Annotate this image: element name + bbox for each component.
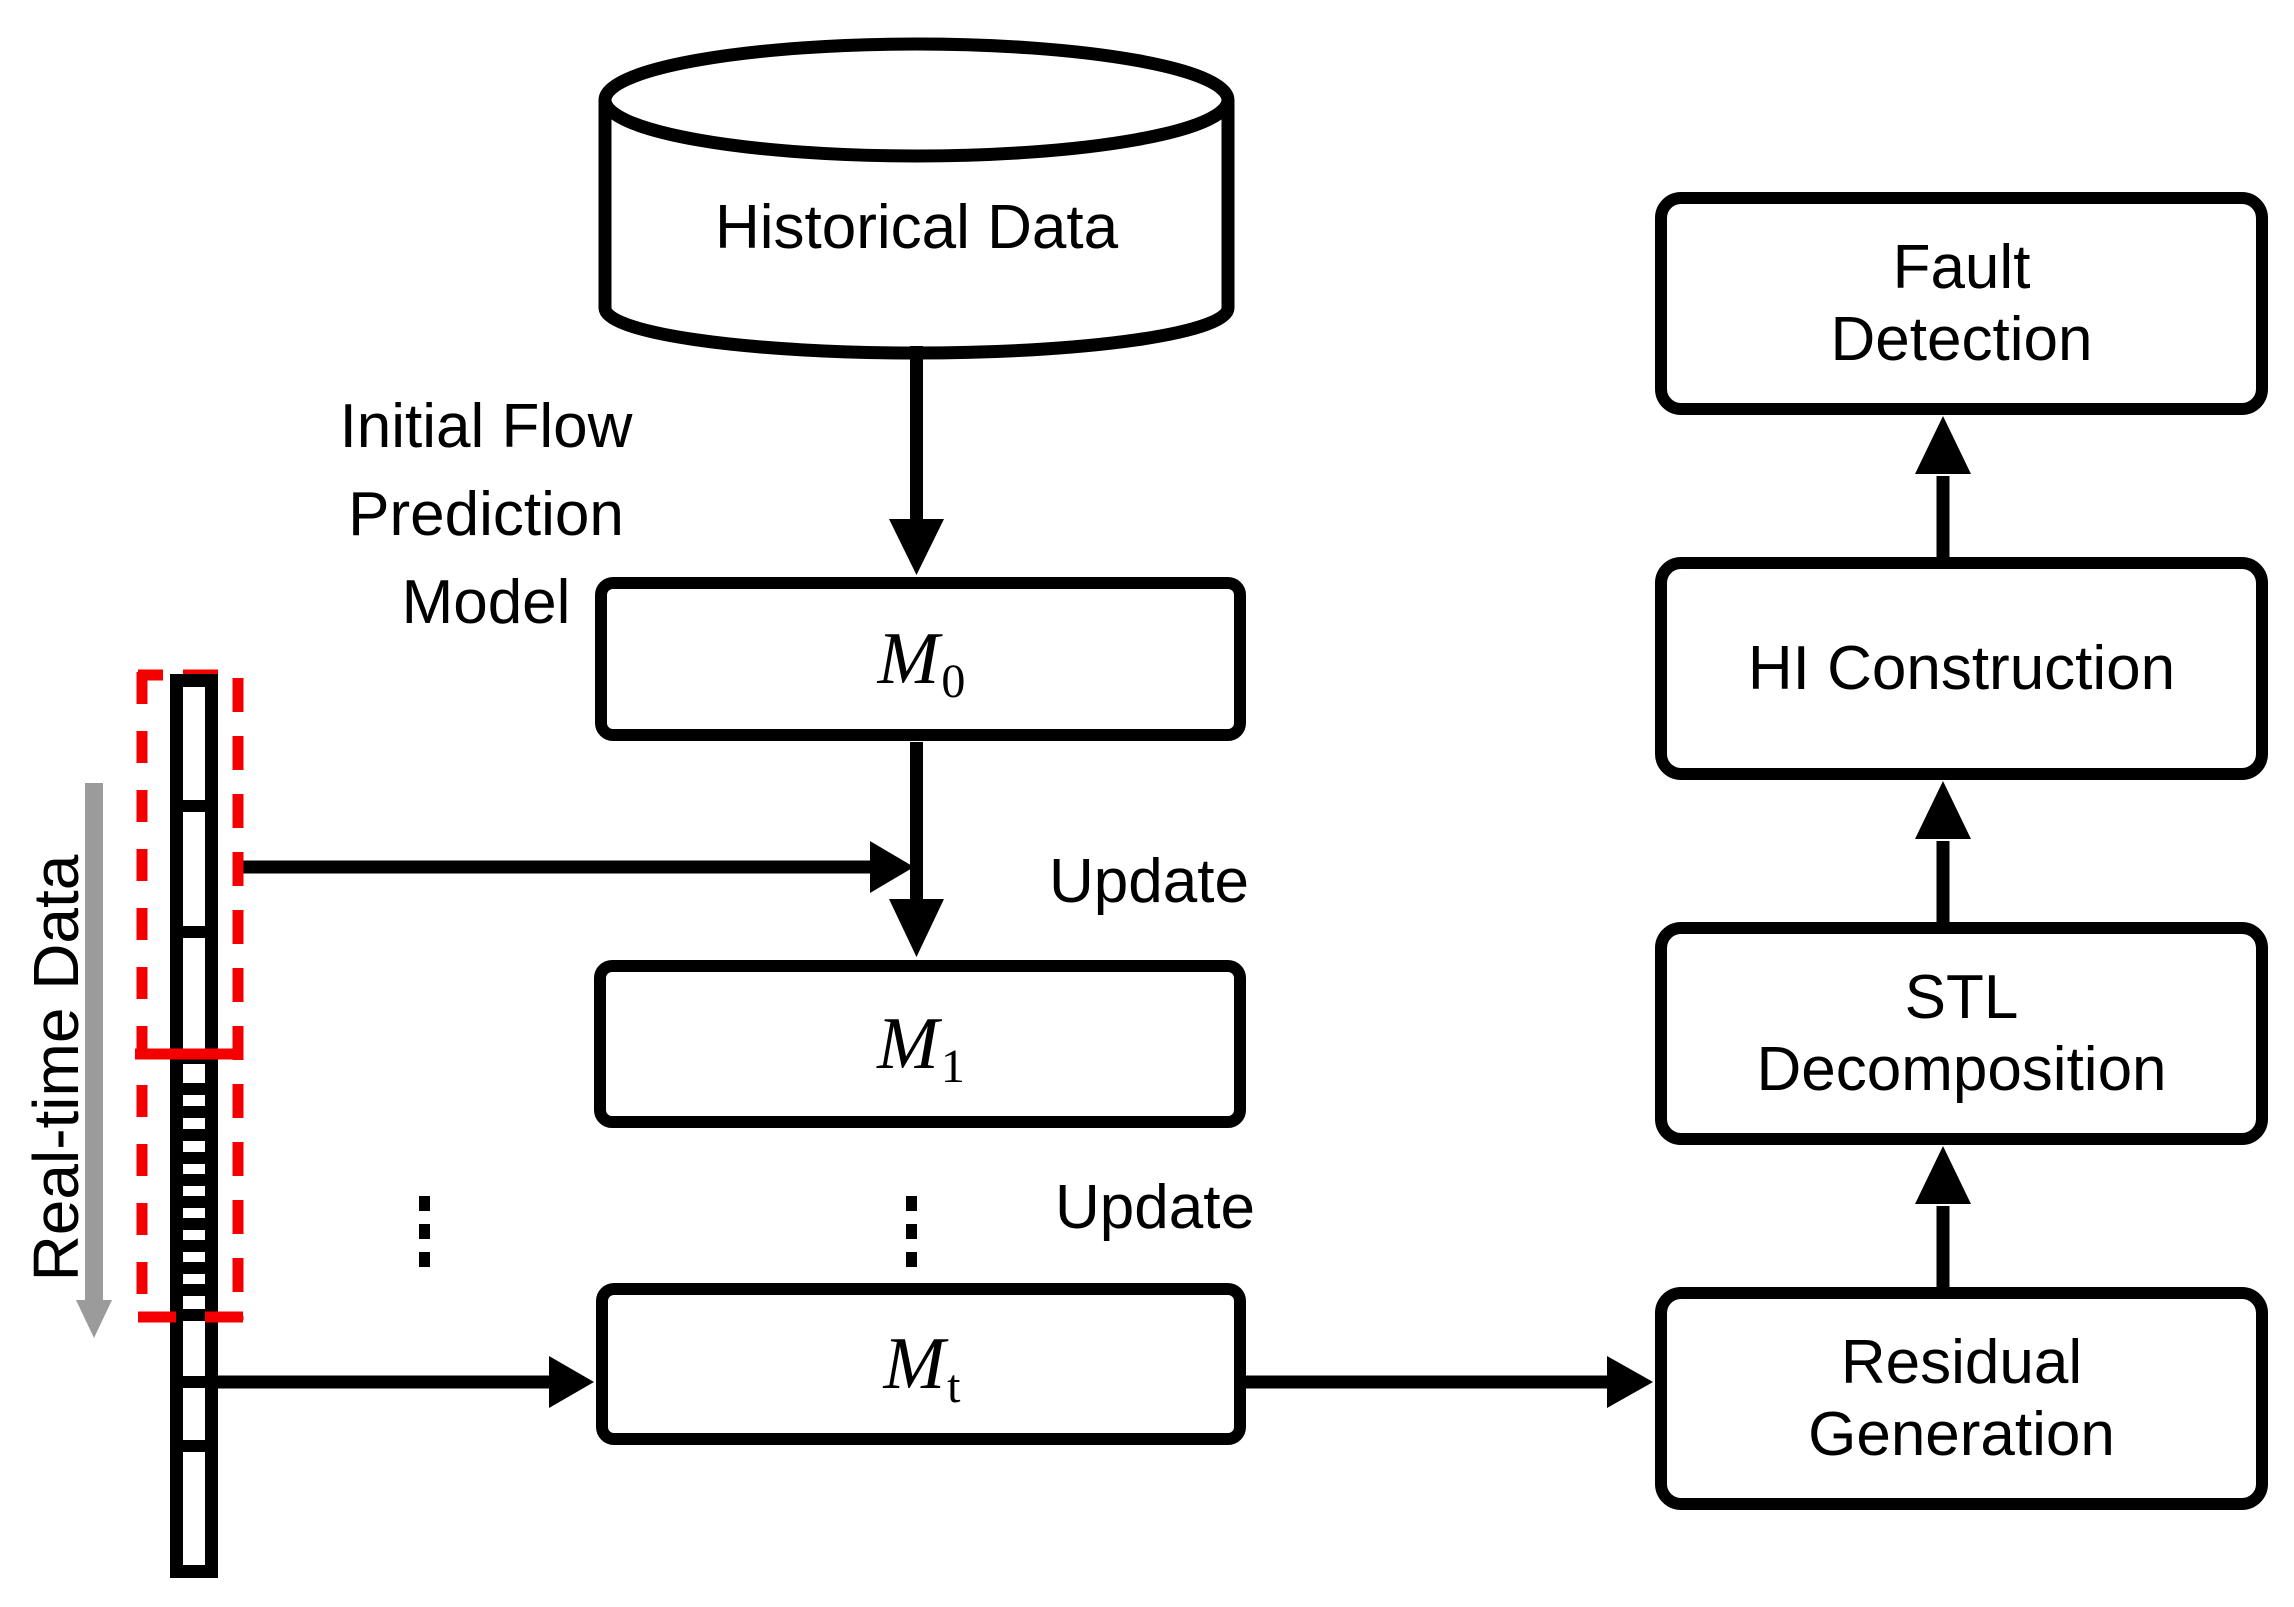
fault-detection-line-2: Detection (1830, 304, 2093, 374)
node-m0: M0 (595, 577, 1246, 741)
m0-label: M0 (878, 622, 966, 706)
stl-decomposition-line-2: Decomposition (1756, 1034, 2167, 1104)
caption-line-2: Prediction (348, 480, 624, 549)
update-label-bottom: Update (1000, 1170, 1310, 1244)
arrow-window-to-update (238, 841, 914, 893)
m1-label: M1 (877, 1007, 965, 1091)
arrow-hi-to-fault (1915, 416, 1971, 557)
update-label-top: Update (994, 844, 1304, 918)
realtime-data-label: Real-time Data (17, 828, 95, 1308)
residual-generation-line-1: Residual (1840, 1327, 2083, 1397)
sliding-window-highlight (135, 672, 244, 1323)
ellipsis-left (419, 1196, 430, 1267)
stl-decomposition-line-1: STL (1904, 962, 2019, 1032)
database-cylinder-icon (598, 37, 1235, 360)
node-hi-construction: HI Construction (1655, 557, 2268, 780)
arrow-m0-to-m1 (889, 742, 944, 957)
m0-symbol: M (877, 618, 940, 700)
m1-subscript: 1 (940, 1040, 965, 1093)
node-m1: M1 (594, 960, 1246, 1128)
arrow-stl-to-hi (1915, 781, 1971, 922)
residual-generation-line-2: Generation (1808, 1399, 2115, 1469)
arrow-historical-to-m0 (889, 346, 944, 575)
time-direction-arrow (76, 783, 112, 1338)
node-stl-decomposition: STL Decomposition (1655, 922, 2268, 1145)
m1-symbol: M (877, 1003, 939, 1085)
fault-detection-line-1: Fault (1892, 232, 2031, 302)
node-fault-detection: Fault Detection (1655, 192, 2268, 415)
hi-construction-line-1: HI Construction (1747, 633, 2176, 703)
historical-data-text: Historical Data (714, 192, 1119, 262)
initial-model-caption: Initial Flow Prediction Model (266, 383, 706, 647)
arrow-residual-to-stl (1915, 1146, 1971, 1287)
mt-subscript: t (947, 1360, 961, 1413)
update-top-text: Update (1049, 846, 1249, 916)
historical-data-label: Historical Data (605, 188, 1228, 266)
caption-line-1: Initial Flow (339, 392, 633, 461)
m0-subscript: 0 (941, 655, 966, 708)
node-residual-generation: Residual Generation (1655, 1287, 2268, 1510)
realtime-data-text: Real-time Data (20, 854, 92, 1282)
caption-line-3: Model (401, 568, 571, 637)
mt-label: Mt (884, 1327, 961, 1411)
data-strip (170, 674, 218, 1578)
node-mt: Mt (596, 1283, 1246, 1445)
update-bottom-text: Update (1055, 1172, 1255, 1242)
mt-symbol: M (883, 1323, 946, 1405)
ellipsis-middle (906, 1196, 917, 1267)
arrow-mt-to-residual (1246, 1356, 1653, 1408)
arrow-window-to-mt (210, 1356, 594, 1408)
